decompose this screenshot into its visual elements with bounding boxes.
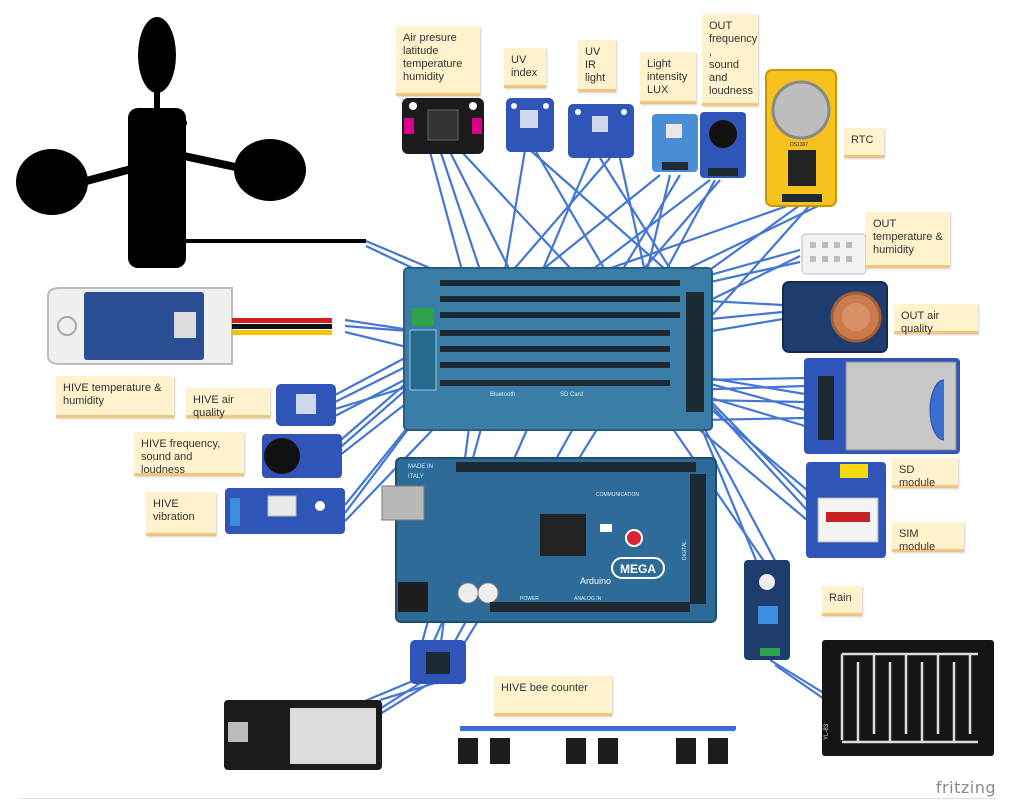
label-rtc: RTC [844,128,884,158]
sim-module [806,462,886,558]
label-out-temperature: OUT temperature & humidity [866,212,950,268]
label-sim-module: SIM module [892,522,964,553]
digital-text: DIGITAL [682,541,688,560]
breakout-hub [410,640,466,684]
label-hive-bee-counter: HIVE bee counter [494,676,612,716]
rain-plate-text: YL-83 [824,723,830,740]
label-uv-ir: UV IR light [578,40,616,92]
rtc-module: DS1307 [765,69,837,207]
label-sd-module: SD module [892,458,958,489]
hive-dht-sensor [47,287,332,365]
svg-text:Bluetooth: Bluetooth [490,392,515,398]
power-text: POWER [520,596,539,602]
sd-card-module [804,358,960,454]
esp32-feather-board [224,700,382,770]
label-hive-vibration: HIVE vibration [146,492,216,536]
fritzing-brand: fritzing [935,778,996,797]
rtc-chip-text: DS1307 [790,142,808,148]
label-rain: Rain [822,586,862,616]
uv-index-breakout [506,98,554,152]
anemometer-icon [16,17,366,268]
label-light: Light intensity LUX [640,52,696,104]
gas-sensor-outdoor [782,281,888,353]
hive-microphone-breakout [262,434,342,478]
hive-gas-breakout [276,384,336,426]
label-hive-frequency: HIVE frequency, sound and loudness [134,432,244,476]
microphone-breakout [700,112,746,178]
arduino-logo-text: Arduino [580,576,611,586]
sensor-shield: Bluetooth SD Card [403,267,713,431]
label-out-frequency: OUT frequency , sound and loudness [702,14,758,106]
mega-logo: MEGA [620,562,656,576]
hive-vibration-module [225,488,345,534]
dht-outdoor-sensor [801,233,867,275]
communication-text: COMMUNICATION [596,492,639,498]
label-out-air-quality: OUT air quality [894,304,978,335]
arduino-mega-board: MEGA Arduino MADE IN ITALY COMMUNICATION… [381,457,717,623]
bme280-breakout [402,98,484,154]
rain-sensor-plate: YL-83 [822,640,994,756]
label-uv-index: UV index [504,48,546,88]
italy-text: ITALY [408,474,424,480]
made-in-text: MADE IN [408,464,433,470]
bee-counter-ir-sensors [458,726,736,764]
analog-in-text: ANALOG IN [574,596,602,602]
light-sensor-breakout [652,114,698,172]
svg-text:SD Card: SD Card [560,392,583,398]
footer-divider [20,798,996,799]
rain-sensor-module [744,560,790,660]
label-air-pressure: Air presure latitude temperature humidit… [396,26,480,96]
uv-ir-breakout [568,104,634,158]
label-hive-temperature: HIVE temperature & humidity [56,376,174,418]
label-hive-air-quality: HIVE air quality [186,388,270,419]
